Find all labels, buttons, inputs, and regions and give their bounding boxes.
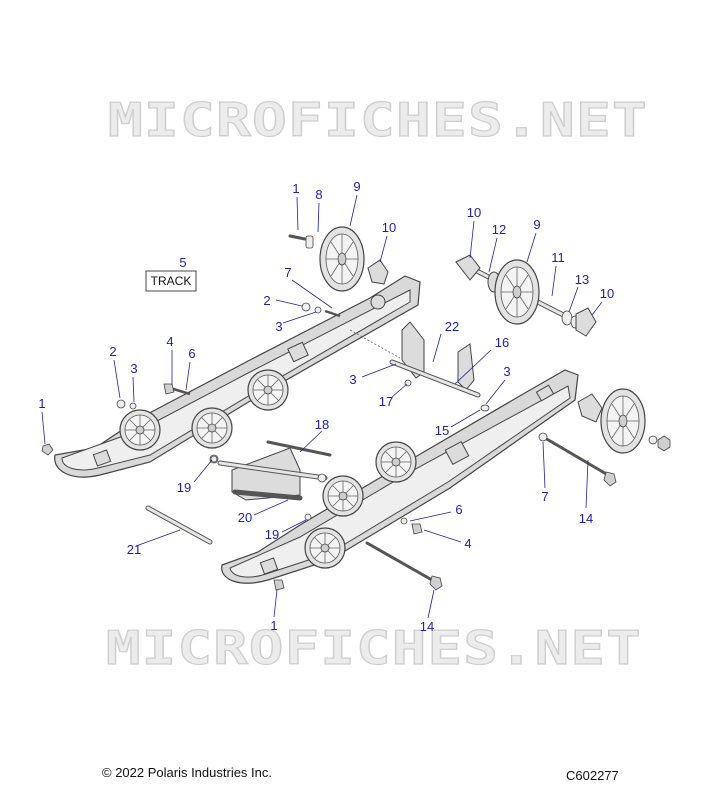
callout-6: 6 bbox=[455, 502, 462, 517]
watermark-bottom: MICROFICHES.NET bbox=[106, 621, 642, 675]
callout-6: 6 bbox=[188, 346, 195, 361]
callout-1: 1 bbox=[270, 618, 277, 633]
diagram-id: C602277 bbox=[566, 768, 619, 783]
shaft-21 bbox=[145, 505, 213, 545]
callout-2: 2 bbox=[263, 293, 270, 308]
callout-10: 10 bbox=[600, 286, 614, 301]
idler-wheel-right bbox=[600, 388, 646, 454]
right-rail-wheel-front bbox=[304, 527, 346, 569]
center-crossmember bbox=[209, 440, 332, 501]
callout-4: 4 bbox=[166, 334, 173, 349]
right-rail-wheel-middle bbox=[322, 475, 364, 517]
callout-8: 8 bbox=[315, 187, 322, 202]
left-rail-assembly bbox=[54, 275, 421, 478]
callout-1: 1 bbox=[292, 181, 299, 196]
callout-10: 10 bbox=[382, 220, 396, 235]
callout-19: 19 bbox=[265, 527, 279, 542]
callout-21: 21 bbox=[127, 542, 141, 557]
callout-12: 12 bbox=[492, 222, 506, 237]
callout-3: 3 bbox=[349, 372, 356, 387]
idler-wheel-upper bbox=[319, 226, 365, 292]
bracket-shaft-assembly bbox=[349, 321, 490, 412]
callout-9: 9 bbox=[533, 217, 540, 232]
callout-10: 10 bbox=[467, 205, 481, 220]
callout-15: 15 bbox=[435, 423, 449, 438]
shaft-14-lower bbox=[365, 541, 443, 591]
callout-16: 16 bbox=[495, 335, 509, 350]
shaft-14-right bbox=[538, 432, 617, 487]
left-rail-wheel-rear bbox=[247, 369, 289, 411]
callout-4: 4 bbox=[464, 536, 471, 551]
rear-axle-wheel bbox=[494, 259, 540, 325]
leader-lines bbox=[41, 194, 603, 619]
callout-18: 18 bbox=[315, 417, 329, 432]
track-label: TRACK bbox=[145, 270, 197, 292]
callout-3: 3 bbox=[130, 361, 137, 376]
callout-19: 19 bbox=[177, 480, 191, 495]
callout-11: 11 bbox=[551, 250, 565, 265]
wheel-cap-right bbox=[577, 393, 603, 423]
callout-7: 7 bbox=[541, 489, 548, 504]
right-rail-wheel-rear bbox=[375, 441, 417, 483]
callout-14: 14 bbox=[420, 619, 434, 634]
left-rail-wheel-front bbox=[119, 409, 161, 451]
callouts: 1 8 9 10 10 12 9 11 13 10 5 7 2 3 22 16 … bbox=[38, 179, 614, 634]
callout-7: 7 bbox=[284, 265, 291, 280]
callout-3: 3 bbox=[503, 364, 510, 379]
callout-3: 3 bbox=[275, 319, 282, 334]
callout-22: 22 bbox=[445, 319, 459, 334]
watermark-top: MICROFICHES.NET bbox=[108, 93, 648, 147]
callout-1: 1 bbox=[38, 396, 45, 411]
hardware bbox=[41, 302, 423, 591]
left-rail-wheel-middle bbox=[191, 407, 233, 449]
callout-20: 20 bbox=[238, 510, 252, 525]
callout-5: 5 bbox=[179, 255, 186, 270]
callout-14: 14 bbox=[579, 511, 593, 526]
copyright-text: © 2022 Polaris Industries Inc. bbox=[102, 765, 272, 780]
callout-17: 17 bbox=[379, 394, 393, 409]
callout-13: 13 bbox=[575, 272, 589, 287]
callout-2: 2 bbox=[109, 344, 116, 359]
wheel-cap-upper bbox=[367, 259, 389, 285]
track-label-text: TRACK bbox=[151, 274, 192, 288]
callout-9: 9 bbox=[353, 179, 360, 194]
